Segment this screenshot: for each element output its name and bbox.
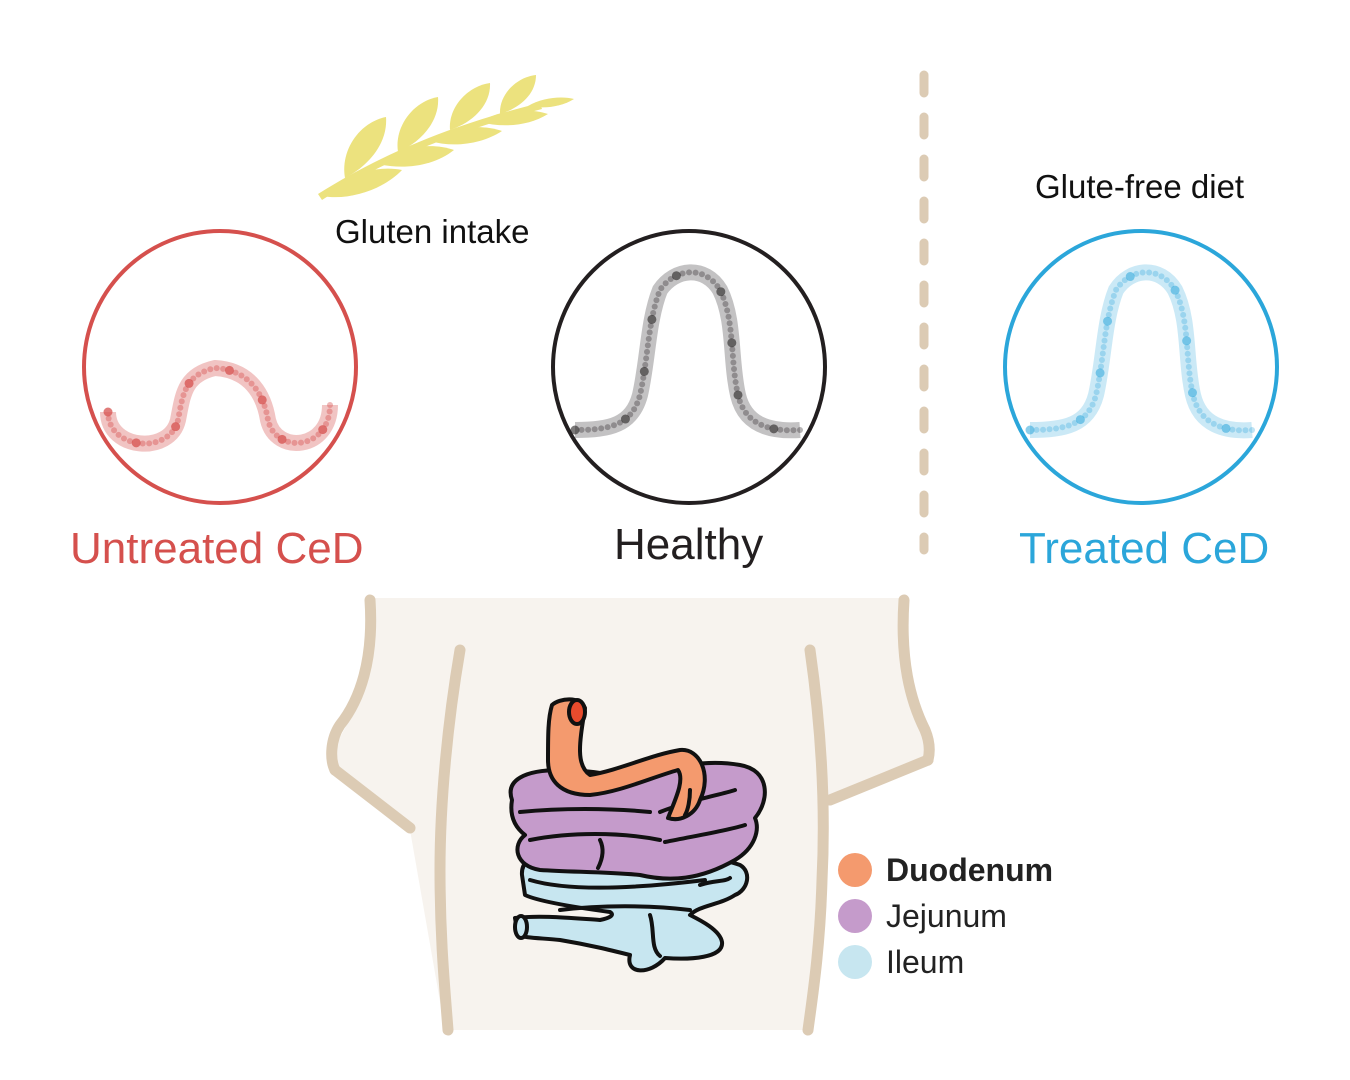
healthy-circle — [551, 229, 827, 505]
gluten-intake-label: Gluten intake — [335, 213, 530, 250]
legend-label-jejunum: Jejunum — [886, 897, 1007, 934]
ileum-swatch — [838, 945, 872, 979]
small-intestine-icon — [508, 697, 767, 973]
jejunum-swatch — [838, 899, 872, 933]
treated-villus-icon — [1025, 264, 1255, 439]
untreated-label: Untreated CeD — [70, 524, 364, 573]
untreated-villus-icon — [100, 359, 338, 452]
healthy-label: Healthy — [614, 520, 764, 569]
treated-circle — [1003, 229, 1279, 505]
duodenum-opening — [567, 698, 587, 726]
legend-item-duodenum: Duodenum — [838, 850, 1053, 890]
gluten-free-diet-label: Glute-free diet — [1035, 168, 1245, 205]
legend-label-duodenum: Duodenum — [886, 851, 1054, 888]
healthy-villus-icon — [570, 264, 803, 439]
legend-item-ileum: Ileum — [838, 942, 964, 982]
legend-item-jejunum: Jejunum — [838, 896, 1007, 936]
duodenum-swatch — [838, 853, 872, 887]
legend-label-ileum: Ileum — [886, 943, 965, 980]
untreated-circle — [82, 229, 358, 505]
wheat-icon — [318, 75, 574, 200]
treated-label: Treated CeD — [1019, 524, 1270, 573]
